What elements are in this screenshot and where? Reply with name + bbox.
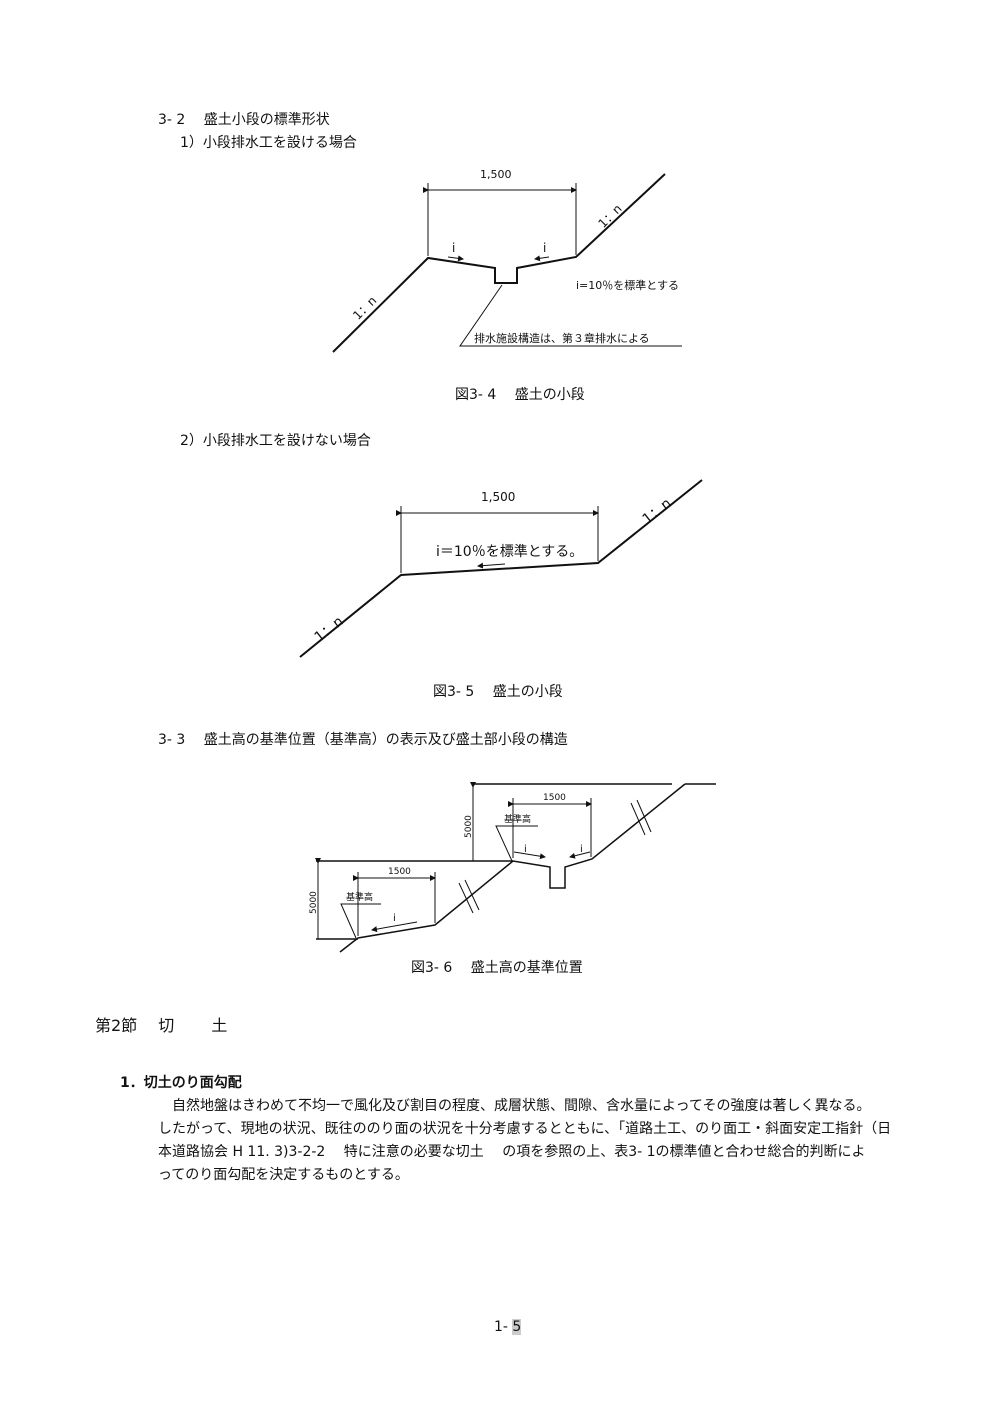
gradient-arrow	[447, 255, 464, 262]
section-title: 第2節 切 土	[95, 1016, 228, 1035]
paragraph-line: 本道路協会 H 11. 3)3-2-2 特に注意の必要な切土 の項を参照の上、表…	[158, 1144, 866, 1160]
figure-3-4-caption: 図3- 4 盛土の小段	[455, 387, 585, 403]
page-number-value: 5	[512, 1319, 522, 1335]
paragraph-line: ってのり面勾配を決定するものとする。	[158, 1167, 409, 1183]
ref-label: 基準高	[504, 813, 531, 825]
embankment-profile	[332, 173, 666, 353]
gradient-arrow	[371, 921, 418, 933]
slope-label: 1：n	[350, 293, 379, 322]
dimension-label: 1,500	[481, 490, 515, 504]
gradient-label: i	[452, 241, 455, 255]
embankment-profile	[299, 479, 703, 658]
break-mark	[636, 799, 652, 833]
upper-profile	[339, 783, 686, 953]
figure-3-4: 1,500 i i i=10％を標準とする 排水施設構造は、第３章排水による 1…	[332, 168, 682, 353]
width-label: 1500	[543, 793, 566, 803]
gradient-arrow	[569, 851, 591, 859]
figure-3-5: 1,500 i＝10％を標準とする。 1：n 1：n	[299, 479, 703, 658]
figure-3-6-caption: 図3- 6 盛土高の基準位置	[411, 960, 583, 976]
gradient-label: i	[543, 241, 546, 255]
drain-note: 排水施設構造は、第３章排水による	[474, 331, 650, 345]
gradient-label: i	[393, 913, 396, 924]
paragraph-line: 自然地盤はきわめて不均一で風化及び割目の程度、成層状態、間隙、含水量によってその…	[172, 1098, 871, 1114]
page-number: 1- 5	[494, 1318, 522, 1336]
gradient-label: i	[580, 844, 583, 855]
ref-marker	[495, 825, 538, 862]
gradient-arrow	[534, 255, 550, 262]
gradient-arrow	[477, 562, 506, 569]
page-prefix: 1-	[494, 1319, 508, 1335]
width-label: 1500	[388, 867, 411, 877]
leader-line	[459, 284, 682, 347]
paragraph-line: したがって、現地の状況、既往ののり面の状況を十分考慮するとともに、「道路土工、の…	[158, 1121, 892, 1137]
figure-3-5-caption: 図3- 5 盛土の小段	[433, 684, 563, 700]
subheading-without-drain: 2）小段排水工を設けない場合	[180, 433, 371, 449]
gradient-label: i	[524, 844, 527, 855]
height-label: 5000	[309, 891, 319, 914]
subheading-with-drain: 1）小段排水工を設ける場合	[180, 135, 357, 151]
break-mark	[630, 802, 646, 836]
gradient-note: i=10％を標準とする	[576, 278, 679, 292]
gradient-arrow	[513, 851, 546, 860]
item-heading: 1．切土のり面勾配	[120, 1075, 242, 1091]
section-3-2-heading: 3- 2 盛土小段の標準形状	[158, 112, 330, 128]
dimension-label: 1,500	[480, 168, 512, 181]
gradient-note: i＝10％を標準とする。	[436, 544, 583, 560]
break-mark	[458, 882, 474, 914]
section-3-3-heading: 3- 3 盛土高の基準位置（基準高）の表示及び盛土部小段の構造	[158, 732, 568, 748]
break-mark	[464, 879, 480, 911]
ref-label: 基準高	[346, 891, 373, 903]
figure-3-6: 5000 5000 1500 1500 基準高 基準高 i i i	[309, 782, 716, 953]
ref-marker	[340, 903, 381, 939]
slope-label: 1：n	[640, 495, 675, 527]
slope-label: 1：n	[312, 613, 347, 645]
height-label: 5000	[464, 815, 474, 838]
